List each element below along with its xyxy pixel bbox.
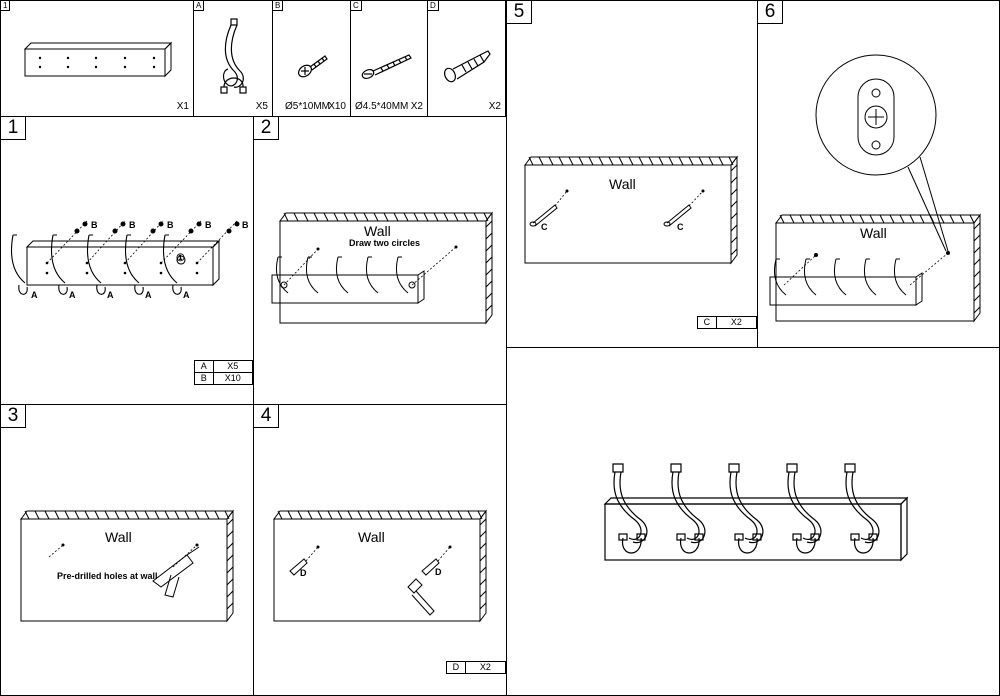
rail-drawing xyxy=(23,41,173,78)
step-1-label-a-1: A xyxy=(31,290,38,300)
screw-short-id: B xyxy=(273,1,284,11)
parts-anchor-panel: D X2 xyxy=(427,0,506,117)
step-6-number: 6 xyxy=(758,1,783,24)
screw-head-icon xyxy=(864,105,888,129)
step-4-label-d-1: D xyxy=(300,568,307,578)
step-2-wall-label: Wall xyxy=(364,223,391,239)
step-3-wall-label: Wall xyxy=(105,529,132,545)
step-4-label-d-2: D xyxy=(435,567,442,577)
screw-long-size: Ø4.5*40MM xyxy=(355,101,409,112)
wall-anchor-icon xyxy=(443,50,491,83)
anchor-qty: X2 xyxy=(488,101,501,112)
parts-rail-panel: 1 X1 xyxy=(0,0,194,117)
step-5-number: 5 xyxy=(507,1,532,24)
step-5-label-c-2: C xyxy=(677,222,684,232)
step-5-drawing xyxy=(524,155,738,265)
step-3-note: Pre-drilled holes at wall xyxy=(57,571,158,581)
step-1-label-b-1: B xyxy=(91,220,98,230)
short-screw-icon xyxy=(297,55,328,78)
zoom-detail-circle xyxy=(815,54,937,176)
legend-key: C xyxy=(697,316,717,329)
step-6-wall-label: Wall xyxy=(860,225,887,241)
final-product-panel xyxy=(506,347,1000,696)
final-hooks xyxy=(612,463,880,554)
parts-hook-panel: A X5 xyxy=(193,0,273,117)
step-6-drawing xyxy=(769,54,981,323)
parts-short-screw-panel: B Ø5*10MM X10 xyxy=(272,0,351,117)
legend-key: D xyxy=(446,661,466,674)
step-1-circle-mark: ① xyxy=(176,253,185,264)
legend-value: X2 xyxy=(464,661,506,674)
step-4-wall-label: Wall xyxy=(358,529,385,545)
anchor-icon-left xyxy=(289,558,308,576)
screw-icon-left xyxy=(532,204,558,227)
step-1-label-b-3: B xyxy=(167,220,174,230)
screw-short-qty: X10 xyxy=(328,101,346,112)
screw-icon-right xyxy=(666,204,692,227)
step-2-panel: 2 Wall Draw two circles xyxy=(253,116,507,405)
step-1-label-b-4: B xyxy=(205,220,212,230)
legend-value: X2 xyxy=(715,316,757,329)
step-1-panel: 1 xyxy=(0,116,254,405)
step-1-label-a-5: A xyxy=(183,290,190,300)
final-hook-rack xyxy=(603,463,909,562)
step-1-number: 1 xyxy=(1,117,26,140)
drill-icon xyxy=(152,546,200,598)
step-4-number: 4 xyxy=(254,405,279,428)
step-1-label-a-4: A xyxy=(145,290,152,300)
step-1-label-a-2: A xyxy=(69,290,76,300)
step-3-drawing xyxy=(20,509,234,623)
step-4-drawing xyxy=(273,509,487,623)
hammer-icon xyxy=(407,578,435,616)
step-2-drawing xyxy=(271,211,493,325)
step-2-note: Draw two circles xyxy=(349,238,421,248)
legend-key: B xyxy=(194,372,214,385)
step-2-number: 2 xyxy=(254,117,279,140)
step-1-label-b-5: B xyxy=(242,220,249,230)
legend-key: A xyxy=(194,360,214,373)
screw-short-size: Ø5*10MM xyxy=(285,101,331,112)
anchor-icon-right xyxy=(421,558,440,576)
step-1-label-a-3: A xyxy=(107,290,114,300)
step-3-number: 3 xyxy=(1,405,26,428)
anchor-id: D xyxy=(428,1,439,11)
step-5-wall-label: Wall xyxy=(609,176,636,192)
screw-long-id: C xyxy=(351,1,362,11)
step-3-panel: 3 Wall Pre-drilled holes at wall xyxy=(0,404,254,696)
parts-long-screw-panel: C Ø4.5*40MM X2 xyxy=(350,0,428,117)
step-6-panel: 6 Wall xyxy=(757,0,1000,348)
step-5-label-c-1: C xyxy=(541,222,548,232)
hook-icon xyxy=(220,18,247,94)
legend-value: X10 xyxy=(212,372,253,385)
long-screw-icon xyxy=(361,54,412,80)
rail-qty: X1 xyxy=(176,101,189,112)
legend-value: X5 xyxy=(212,360,253,373)
hook-qty: X5 xyxy=(255,101,268,112)
step-1-drawing xyxy=(10,220,240,295)
hook-id: A xyxy=(194,1,205,11)
parts-step-label: 1 xyxy=(1,1,11,11)
step-1-label-b-2: B xyxy=(129,220,136,230)
screw-long-qty: X2 xyxy=(410,101,423,112)
